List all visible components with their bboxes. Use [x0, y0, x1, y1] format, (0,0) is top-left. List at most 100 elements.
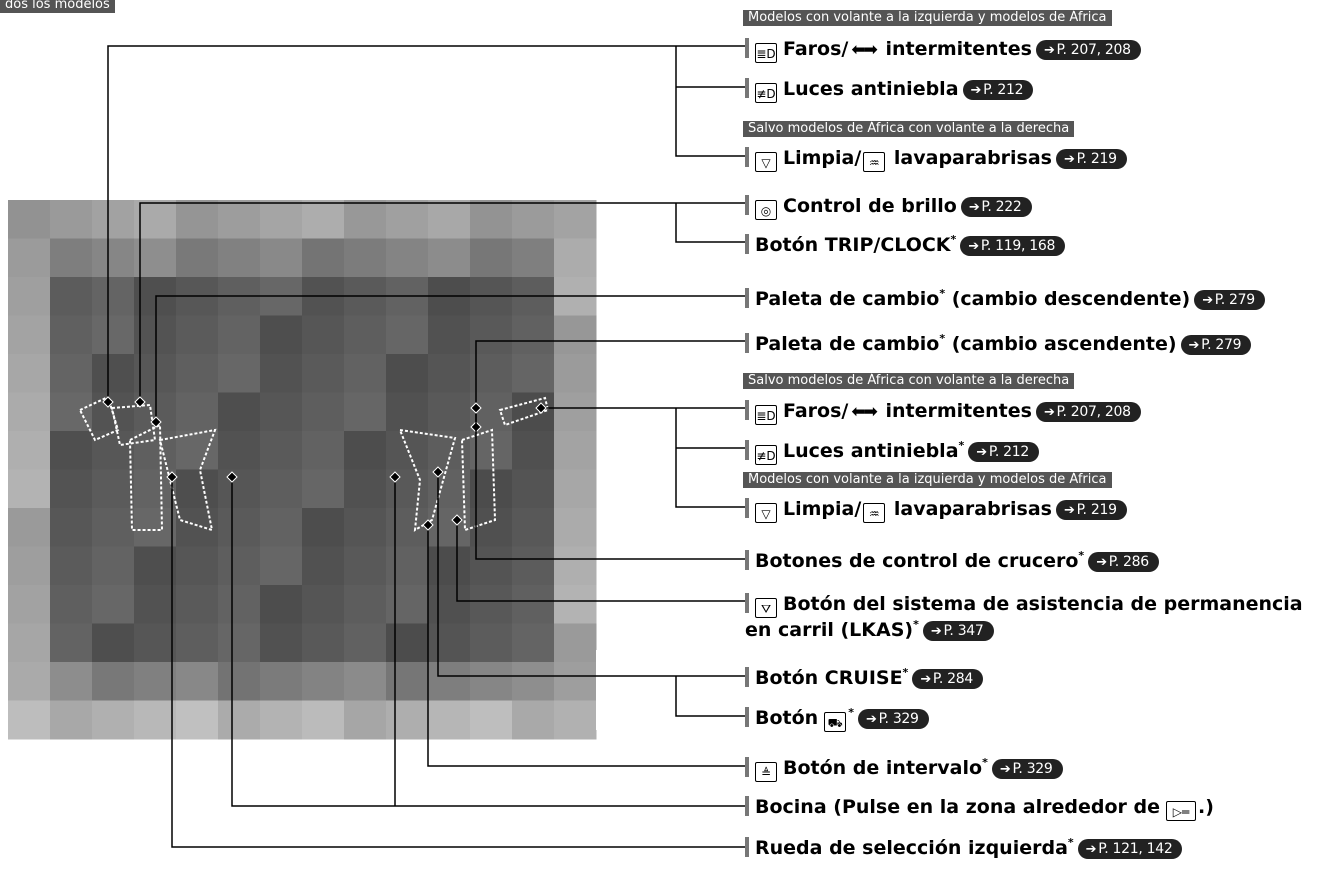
photo-pixel	[8, 546, 51, 586]
photo-pixel	[554, 469, 597, 509]
photo-pixel	[176, 431, 219, 470]
photo-pixel	[176, 200, 219, 239]
photo-pixel	[344, 508, 387, 547]
photo-pixel	[470, 585, 513, 624]
corner-badge: dos los modelos	[0, 0, 115, 13]
photo-pixel	[470, 662, 513, 701]
callout-point	[389, 471, 401, 483]
leader-line	[675, 408, 745, 508]
callout-point	[470, 402, 482, 414]
photo-pixel	[8, 700, 51, 740]
photo-pixel	[428, 392, 471, 432]
page-ref[interactable]: ➔P. 121, 142	[1077, 839, 1183, 859]
page-ref[interactable]: ➔P. 284	[912, 669, 983, 689]
photo-pixel	[134, 508, 177, 547]
page-ref[interactable]: ➔P. 279	[1180, 335, 1252, 355]
photo-pixel	[8, 431, 51, 470]
page-ref[interactable]: ➔P. 329	[991, 759, 1063, 779]
photo-pixel	[512, 546, 555, 586]
photo-pixel	[344, 238, 387, 278]
photo-pixel	[428, 662, 471, 701]
photo-pixel	[470, 200, 513, 239]
photo-pixel	[260, 315, 303, 355]
photo-pixel	[134, 546, 177, 586]
leader-line	[675, 46, 745, 157]
photo-pixel	[386, 546, 429, 586]
condition-badge-2: Salvo modelos de África con volante a la…	[743, 121, 1075, 137]
photo-pixel	[428, 508, 471, 547]
page-ref[interactable]: ➔P. 347	[922, 621, 994, 641]
callout-horn: Bocina (Pulse en la zona alrededor de▷═.…	[745, 795, 1214, 821]
photo-pixel	[386, 315, 429, 355]
photo-pixel	[8, 238, 51, 278]
leader-line	[107, 45, 745, 400]
photo-pixel	[512, 392, 555, 432]
callout-trip-clock: Botón TRIP/CLOCK*➔P. 119, 168	[745, 233, 1066, 257]
photo-pixel	[50, 546, 93, 586]
photo-pixel	[50, 315, 93, 355]
page-ref[interactable]: ➔P. 207, 208	[1035, 402, 1141, 422]
page-ref[interactable]: ➔P. 119, 168	[960, 236, 1066, 256]
page-ref[interactable]: ➔P. 212	[968, 442, 1039, 462]
photo-pixel	[344, 315, 387, 355]
wiper-icon: ▽	[755, 503, 777, 523]
photo-pixel	[176, 662, 219, 701]
photo-pixel	[386, 508, 429, 547]
headlight-icon: ≣D	[755, 43, 777, 63]
condition-badge-3: Salvo modelos de África con volante a la…	[743, 373, 1075, 389]
photo-pixel	[470, 469, 513, 509]
photo-pixel	[512, 623, 555, 663]
photo-pixel	[176, 623, 219, 663]
photo-pixel	[386, 354, 429, 393]
photo-pixel	[92, 623, 135, 663]
photo-pixel	[134, 200, 177, 239]
leader-line	[475, 340, 745, 425]
callout-point	[134, 396, 146, 408]
photo-pixel	[512, 431, 555, 470]
page-ref[interactable]: ➔P. 286	[1088, 552, 1159, 572]
photo-pixel	[260, 585, 303, 624]
component-outline	[110, 403, 157, 447]
photo-pixel	[554, 662, 597, 701]
photo-pixel	[302, 700, 345, 740]
photo-pixel	[218, 662, 261, 701]
page-ref[interactable]: ➔P. 219	[1056, 149, 1127, 169]
photo-pixel	[302, 200, 345, 239]
page-ref[interactable]: ➔P. 207, 208	[1035, 40, 1141, 60]
photo-edge	[596, 650, 608, 730]
photo-pixel	[344, 200, 387, 239]
page-ref[interactable]: ➔P. 329	[857, 709, 929, 729]
callout-acc-button: Botón⛟*➔P. 329	[745, 706, 929, 732]
photo-pixel	[50, 508, 93, 547]
photo-pixel	[470, 315, 513, 355]
photo-pixel	[302, 238, 345, 278]
photo-pixel	[8, 315, 51, 355]
photo-pixel	[554, 546, 597, 586]
page-ref[interactable]: ➔P. 219	[1056, 500, 1127, 520]
photo-pixel	[92, 469, 135, 509]
brightness-icon: ◎	[755, 200, 777, 220]
photo-pixel	[344, 700, 387, 740]
photo-pixel	[470, 238, 513, 278]
page-ref[interactable]: ➔P. 222	[960, 197, 1032, 217]
leader-line	[427, 525, 745, 767]
photo-pixel	[8, 508, 51, 547]
photo-pixel	[92, 546, 135, 586]
photo-pixel	[428, 431, 471, 470]
photo-pixel	[50, 662, 93, 701]
photo-pixel	[386, 585, 429, 624]
photo-pixel	[428, 700, 471, 740]
page-ref[interactable]: ➔P. 279	[1194, 290, 1265, 310]
condition-badge-4: Modelos con volante a la izquierda y mod…	[743, 472, 1112, 488]
photo-pixel	[218, 392, 261, 432]
turn-signal-arrows-icon: ⬅➡	[851, 402, 877, 422]
photo-pixel	[176, 354, 219, 393]
photo-pixel	[428, 238, 471, 278]
page-ref[interactable]: ➔P. 212	[962, 80, 1034, 100]
photo-pixel	[302, 315, 345, 355]
photo-pixel	[218, 315, 261, 355]
photo-pixel	[50, 623, 93, 663]
photo-pixel	[554, 508, 597, 547]
